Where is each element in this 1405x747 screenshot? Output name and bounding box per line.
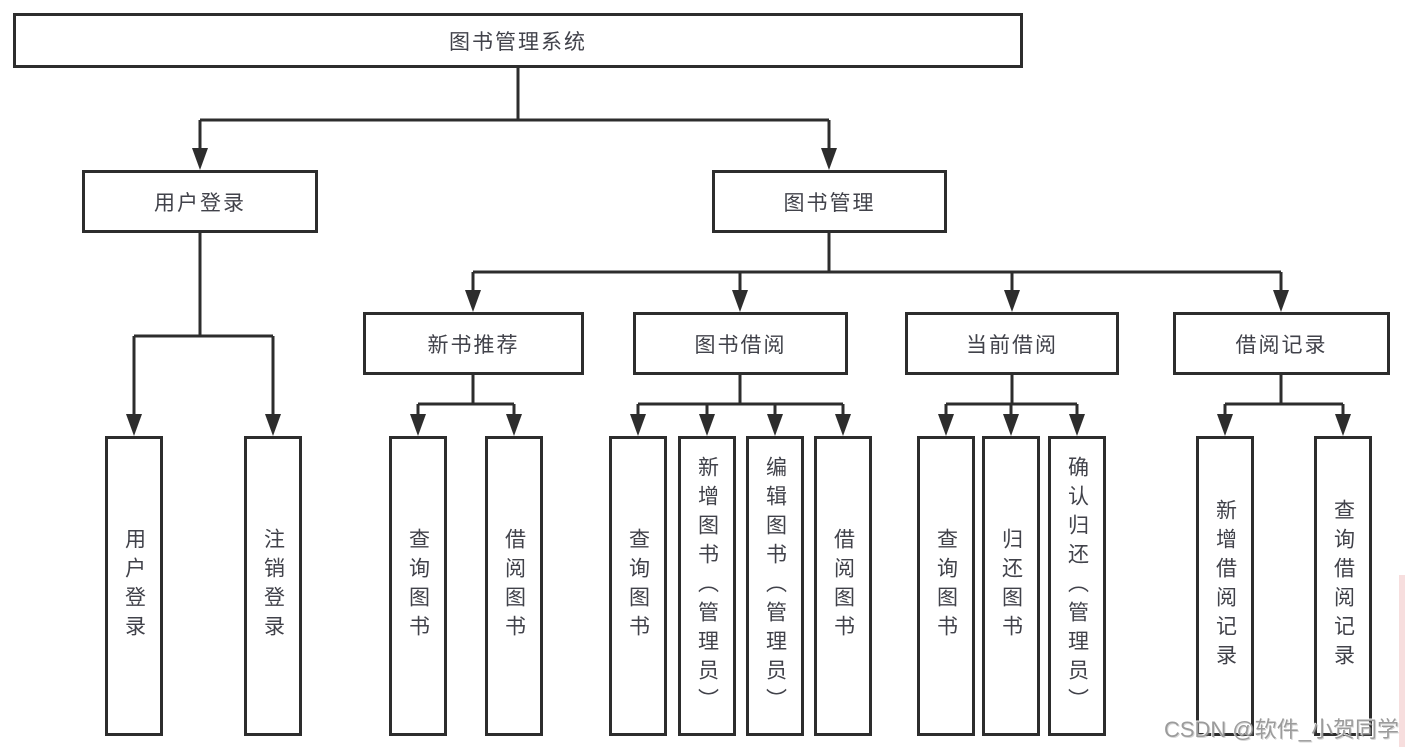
node-label: 当前借阅 — [966, 333, 1058, 357]
connector-book-borrow — [636, 375, 845, 416]
node-label: 查询图书 — [406, 528, 430, 644]
connector-borrow-records — [1223, 375, 1345, 416]
node-label: 图书借阅 — [694, 333, 787, 357]
leaf-logout: 注销登录 — [244, 436, 302, 736]
node-label: 新增图书（管理员） — [695, 455, 719, 717]
node-label: 查询图书 — [626, 528, 650, 644]
leaf-query-books-recommend: 查询图书 — [389, 436, 447, 736]
connector-root — [198, 68, 831, 150]
node-label: 新书推荐 — [427, 333, 520, 357]
leaf-query-borrow-record: 查询借阅记录 — [1314, 436, 1372, 736]
leaf-query-books-current: 查询图书 — [917, 436, 975, 736]
arrowheads — [126, 148, 1351, 436]
leaf-borrow-books-recommend: 借阅图书 — [485, 436, 543, 736]
node-borrow-records: 借阅记录 — [1173, 312, 1390, 375]
leaf-user-login: 用户登录 — [105, 436, 163, 736]
connector-new-book — [416, 375, 516, 416]
node-label: 借阅图书 — [502, 528, 526, 644]
node-current-borrowing: 当前借阅 — [905, 312, 1119, 375]
node-label: 用户登录 — [122, 528, 146, 644]
node-label: 用户登录 — [154, 191, 246, 215]
node-label: 确认归还（管理员） — [1065, 455, 1089, 717]
leaf-query-books-borrow: 查询图书 — [609, 436, 667, 736]
connector-book-mgmt — [471, 233, 1283, 292]
node-user-login: 用户登录 — [82, 170, 318, 233]
node-label: 借阅图书 — [831, 528, 855, 644]
node-book-borrowing: 图书借阅 — [633, 312, 848, 375]
right-edge-strip — [1399, 575, 1405, 747]
node-label: 编辑图书（管理员） — [763, 455, 787, 717]
leaf-add-book-admin: 新增图书（管理员） — [678, 436, 736, 736]
node-root-library-system: 图书管理系统 — [13, 13, 1023, 68]
node-label: 查询图书 — [934, 528, 958, 644]
node-label: 注销登录 — [261, 528, 285, 644]
leaf-return-book: 归还图书 — [982, 436, 1040, 736]
node-label: 查询借阅记录 — [1331, 499, 1355, 673]
leaf-confirm-return-admin: 确认归还（管理员） — [1048, 436, 1106, 736]
node-label: 图书管理系统 — [449, 30, 587, 54]
node-label: 图书管理 — [783, 191, 876, 215]
node-new-book-recommend: 新书推荐 — [363, 312, 584, 375]
leaf-borrow-book: 借阅图书 — [814, 436, 872, 736]
node-label: 新增借阅记录 — [1213, 499, 1237, 673]
connector-current-borrow — [944, 375, 1079, 416]
node-book-management: 图书管理 — [712, 170, 947, 233]
connector-user-login — [132, 233, 275, 416]
node-label: 归还图书 — [999, 528, 1023, 644]
csdn-watermark: CSDN @软件_小贺同学 — [1163, 717, 1399, 742]
leaf-add-borrow-record: 新增借阅记录 — [1196, 436, 1254, 736]
leaf-edit-book-admin: 编辑图书（管理员） — [746, 436, 804, 736]
node-label: 借阅记录 — [1235, 333, 1328, 357]
